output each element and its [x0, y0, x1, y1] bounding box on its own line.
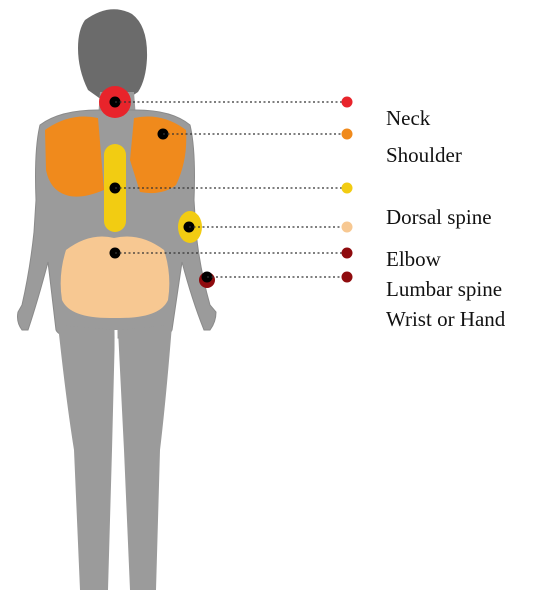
- legend-label-dorsal-spine: Dorsal spine: [386, 207, 492, 228]
- legend-label-lumbar-spine: Lumbar spine: [386, 279, 502, 300]
- leg-gap: [116, 330, 118, 590]
- legend-dot-shoulder: [342, 129, 353, 140]
- legend-dot-wrist-or-hand: [342, 272, 353, 283]
- legend-label-shoulder: Shoulder: [386, 145, 462, 166]
- legend-dot-dorsal-spine: [342, 183, 353, 194]
- legend-label-wrist-or-hand: Wrist or Hand: [386, 309, 505, 330]
- legend-dot-lumbar-spine: [342, 248, 353, 259]
- right-leg: [118, 325, 172, 590]
- region-shoulder-left: [45, 117, 104, 197]
- legend-label-elbow: Elbow: [386, 249, 441, 270]
- legend-label-neck: Neck: [386, 108, 430, 129]
- legend-dot-neck: [342, 97, 353, 108]
- legend-dot-elbow: [342, 222, 353, 233]
- left-leg: [58, 325, 115, 590]
